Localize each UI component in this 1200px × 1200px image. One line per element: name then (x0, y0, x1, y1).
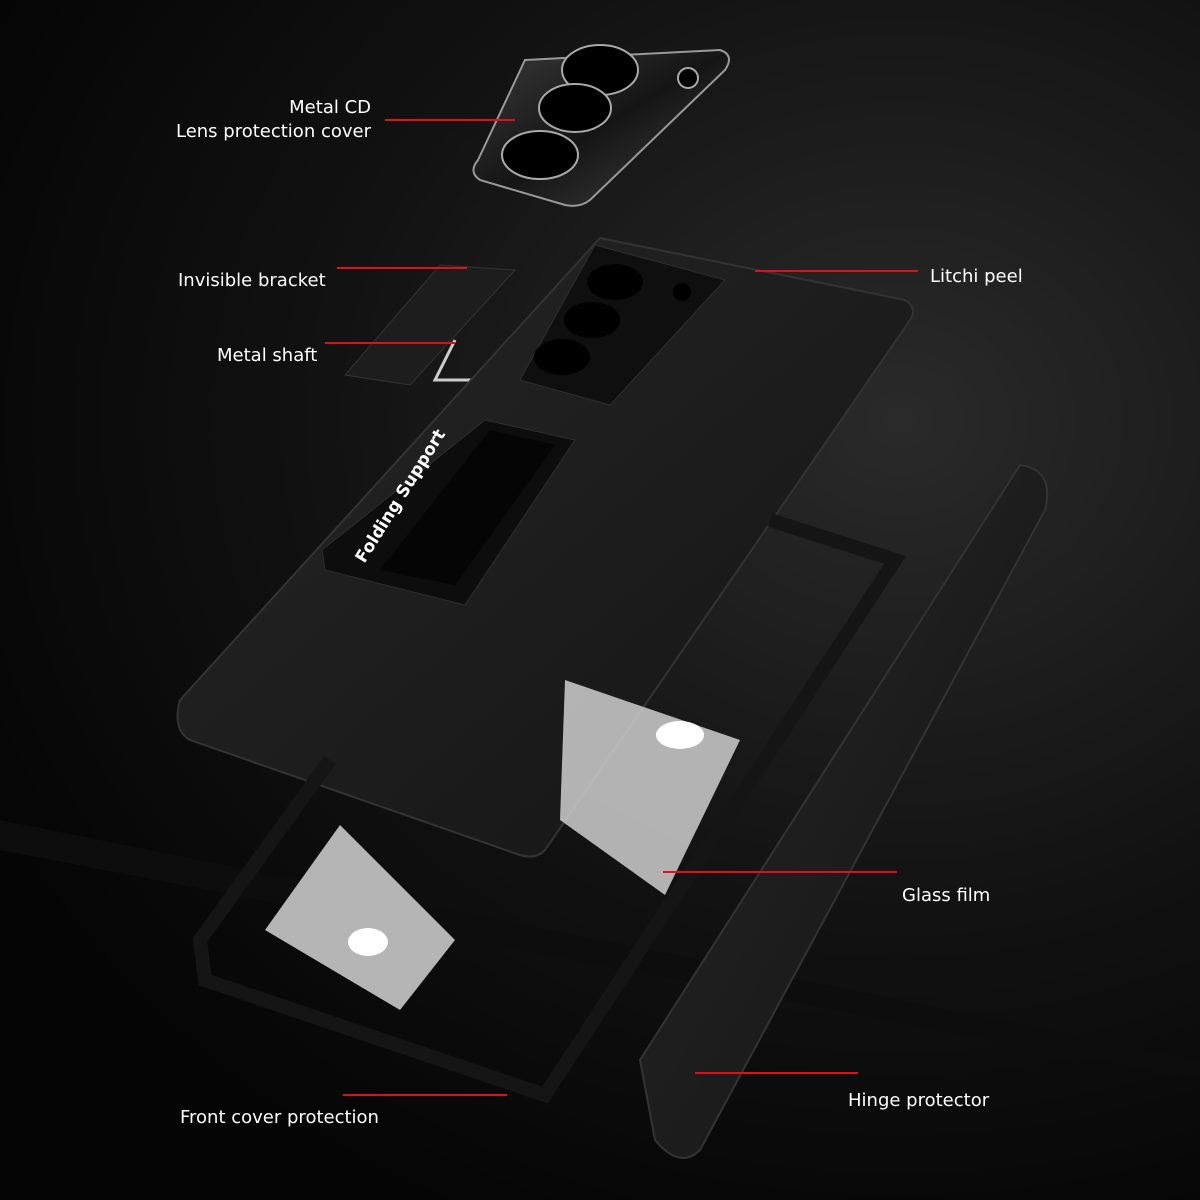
litchi-peel-label: Litchi peel (930, 266, 1023, 287)
back-case (176, 236, 915, 858)
front-cover-leader-line (343, 1094, 507, 1096)
lens-cover-label-line1: Metal CD (289, 97, 371, 118)
lens-cover-leader-line (385, 119, 515, 121)
metal-shaft-leader-line (325, 342, 455, 344)
lens-cover-label: Metal CD Lens protection cover (160, 96, 371, 144)
invisible-bracket-label: Invisible bracket (178, 270, 326, 291)
metal-shaft-label: Metal shaft (217, 345, 318, 366)
front-frame (192, 513, 906, 1104)
litchi-peel-leader-line (755, 270, 918, 272)
glass-film-label: Glass film (902, 885, 991, 906)
hinge-protector (638, 463, 1049, 1159)
hinge-protector-label: Hinge protector (848, 1090, 990, 1111)
hinge-protector-leader-line (695, 1072, 858, 1074)
floor-edge (0, 820, 1200, 1080)
glass-film-leader-line (663, 871, 897, 873)
front-cover-label: Front cover protection (180, 1107, 379, 1128)
invisible-bracket-leader-line (337, 267, 467, 269)
lens-cover-label-line2: Lens protection cover (175, 121, 371, 142)
lens-cover (472, 44, 730, 207)
